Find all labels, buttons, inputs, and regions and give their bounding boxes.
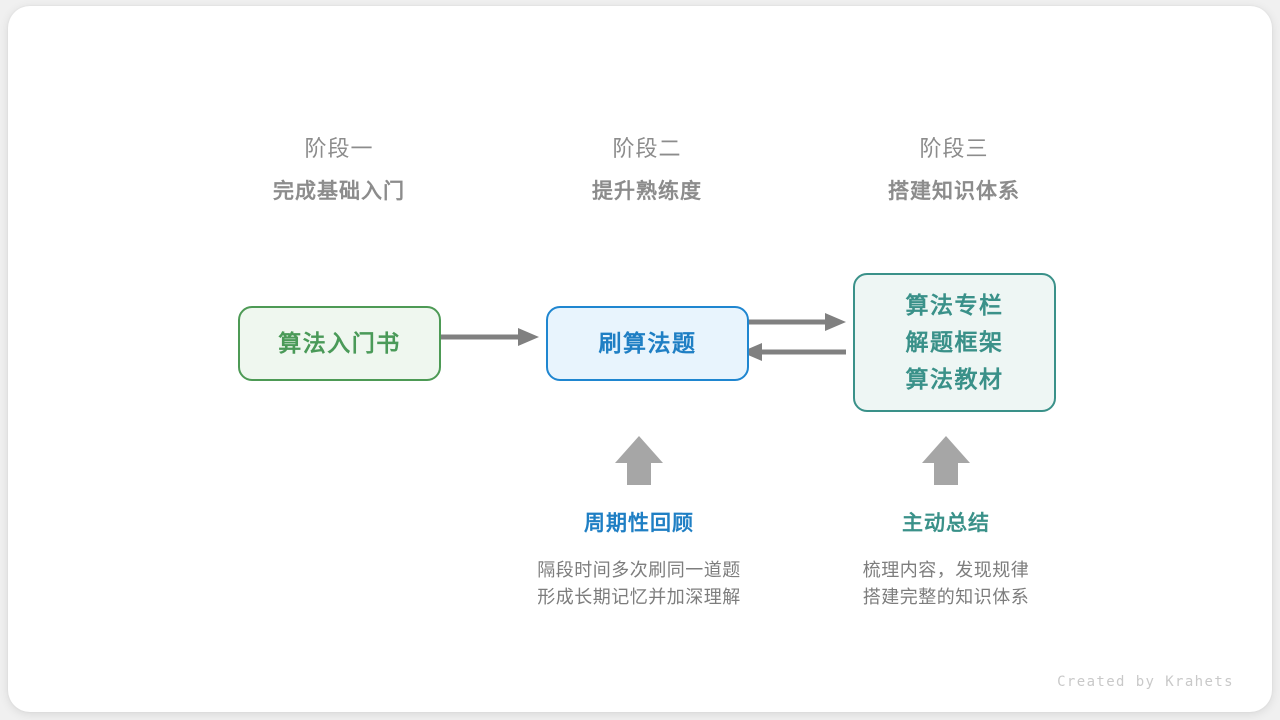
node-practice-problems[interactable]: 刷算法题 — [546, 306, 749, 381]
stage-header-3: 阶段三 搭建知识体系 — [824, 134, 1084, 208]
note-title: 周期性回顾 — [584, 512, 694, 535]
note-periodic-review: 周期性回顾 隔段时间多次刷同一道题 形成长期记忆并加深理解 — [479, 509, 799, 611]
node-line: 算法教材 — [905, 366, 1004, 392]
node-line: 刷算法题 — [598, 330, 697, 356]
arrow-review-up — [615, 436, 663, 485]
stage-header-2: 阶段二 提升熟练度 — [517, 134, 777, 208]
note-active-summary: 主动总结 梳理内容，发现规律 搭建完整的知识体系 — [786, 509, 1106, 611]
arrow-book-to-practice — [433, 328, 539, 346]
node-knowledge-resources[interactable]: 算法专栏 解题框架 算法教材 — [853, 273, 1056, 412]
node-line: 解题框架 — [905, 329, 1004, 355]
arrow-practice-to-resources — [741, 313, 846, 331]
note-desc-line: 形成长期记忆并加深理解 — [537, 587, 741, 607]
stage-index-label: 阶段三 — [919, 136, 989, 161]
diagram-card: 阶段一 完成基础入门 阶段二 提升熟练度 阶段三 搭建知识体系 — [8, 6, 1272, 712]
credit-label: Created by Krahets — [1057, 674, 1234, 690]
note-desc: 隔段时间多次刷同一道题 形成长期记忆并加深理解 — [479, 557, 799, 611]
stage-header-1: 阶段一 完成基础入门 — [209, 134, 469, 208]
note-desc-line: 搭建完整的知识体系 — [862, 587, 1030, 607]
note-desc-line: 梳理内容，发现规律 — [862, 560, 1030, 580]
stage-title-label: 提升熟练度 — [592, 180, 702, 203]
stage-index-label: 阶段二 — [612, 136, 682, 161]
node-line: 算法专栏 — [905, 292, 1004, 318]
stage-title-label: 完成基础入门 — [273, 180, 405, 203]
node-line: 算法入门书 — [278, 330, 401, 356]
arrow-resources-to-practice — [741, 343, 846, 361]
arrow-summary-up — [922, 436, 970, 485]
stage-title-label: 搭建知识体系 — [888, 180, 1020, 203]
note-desc-line: 隔段时间多次刷同一道题 — [537, 560, 741, 580]
stage-index-label: 阶段一 — [304, 136, 374, 161]
node-algorithm-intro-book[interactable]: 算法入门书 — [238, 306, 441, 381]
note-desc: 梳理内容，发现规律 搭建完整的知识体系 — [786, 557, 1106, 611]
note-title: 主动总结 — [902, 512, 990, 535]
